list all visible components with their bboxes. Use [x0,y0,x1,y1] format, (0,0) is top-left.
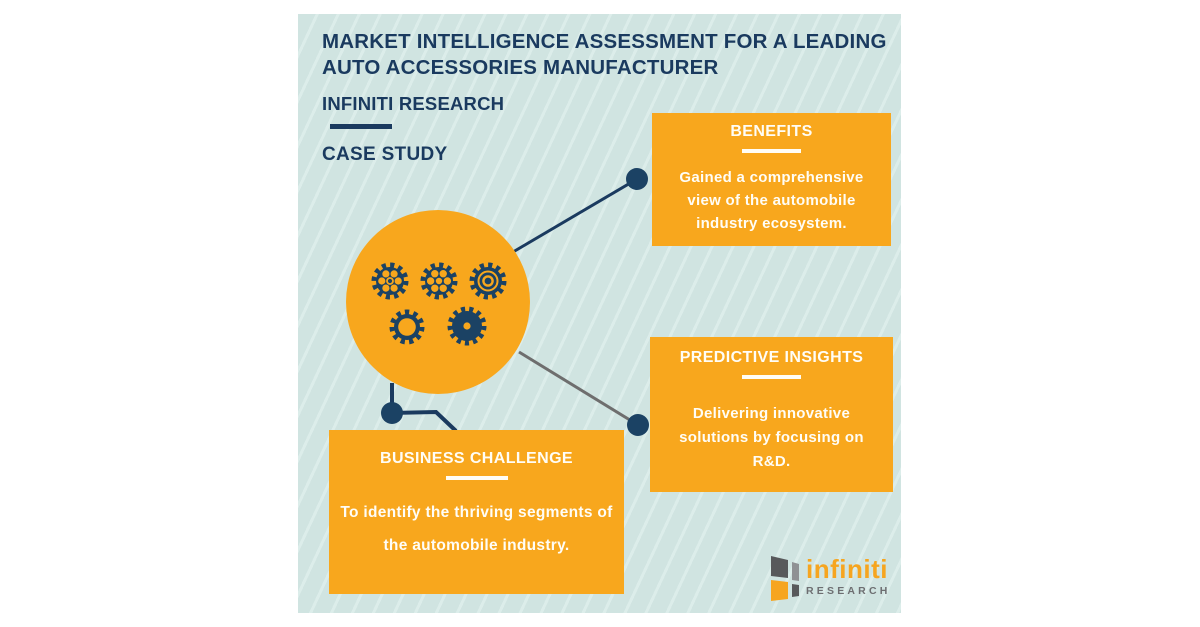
brand-name: INFINITI RESEARCH [322,93,505,114]
callout-predictive-underline [742,375,801,379]
infographic-panel: MARKET INTELLIGENCE ASSESSMENT FOR A LEA… [298,14,901,613]
callout-challenge-underline [445,476,508,480]
connector-dot-challenge [381,402,403,424]
infiniti-research-logo: infiniti RESEARCH [769,554,891,602]
gear-icon-rings [469,262,507,300]
logo-text-block: infiniti RESEARCH [806,554,891,597]
callout-predictive-body: Delivering innovative solutions by focus… [679,405,864,470]
gears-circle-background [346,210,530,394]
callout-benefits-underline [742,149,801,153]
logo-brand-text: infiniti [806,554,888,584]
callout-challenge-title: BUSINESS CHALLENGE [380,450,573,467]
callout-benefits-body: Gained a comprehensive view of the autom… [679,169,864,232]
doc-type-label: CASE STUDY [322,144,448,165]
gear-icon-solid [447,306,487,346]
connector-dot-predictive [627,414,649,436]
connector-dot-benefits [626,168,648,190]
connector-line-challenge [390,383,458,433]
brand-divider [330,124,392,129]
connector-line-predictive [518,350,639,427]
gear-icon-open [389,309,425,345]
callout-predictive-insights: PREDICTIVE INSIGHTS Delivering innovativ… [650,337,893,492]
logo-sub-text: RESEARCH [806,585,891,597]
connector-line-benefits [512,177,638,254]
gear-icon-spoked [371,262,409,300]
callout-challenge-body: To identify the thriving segments of the… [340,504,613,554]
callout-predictive-title: PREDICTIVE INSIGHTS [679,349,864,366]
infiniti-logo-icon [771,556,799,601]
gears-connector-graphic [346,168,649,436]
callout-benefits: BENEFITS Gained a comprehensive view of … [652,113,891,246]
callout-business-challenge: BUSINESS CHALLENGE To identify the thriv… [329,430,624,594]
gear-icon-holes [420,262,458,300]
page-title: MARKET INTELLIGENCE ASSESSMENT FOR A LEA… [322,30,887,79]
callout-benefits-title: BENEFITS [730,123,813,140]
